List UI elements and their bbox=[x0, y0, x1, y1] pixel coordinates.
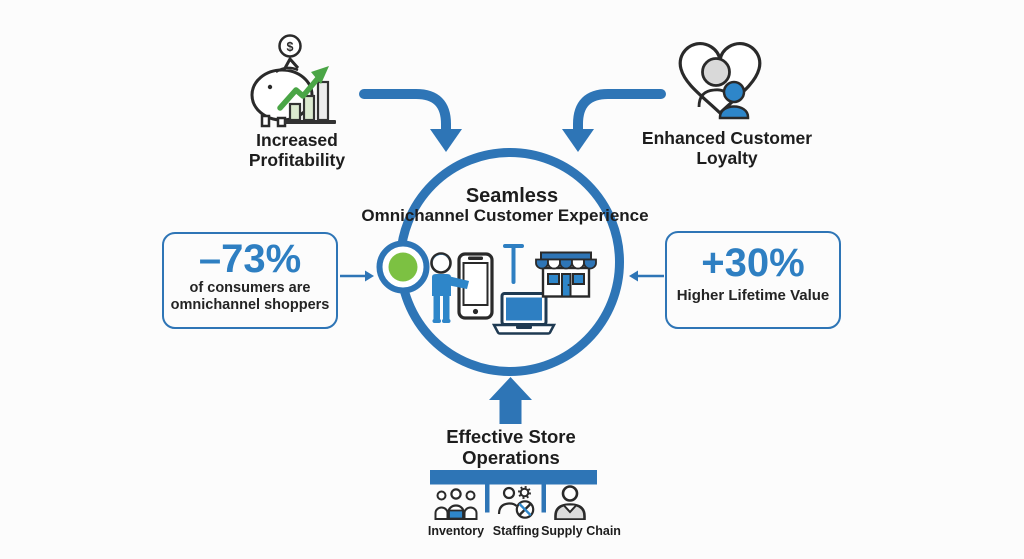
storefront-icon bbox=[535, 251, 597, 298]
laptop-notch bbox=[516, 325, 532, 329]
left-stat-desc-line1: of consumers are bbox=[189, 280, 311, 296]
supply-chain-person-icon bbox=[554, 485, 586, 520]
person-head bbox=[430, 252, 452, 274]
door-knob bbox=[567, 284, 570, 286]
awning-scallop bbox=[547, 258, 561, 270]
person-foot bbox=[442, 319, 451, 323]
piggy-bank-growth-icon: $ bbox=[250, 34, 336, 128]
pig-leg bbox=[260, 114, 271, 128]
benefit-line: Loyalty bbox=[696, 147, 758, 168]
arrow-left-icon bbox=[629, 270, 638, 282]
benefit-label-loyalty: Enhanced Customer Loyalty bbox=[607, 128, 847, 169]
person-leg bbox=[433, 296, 440, 320]
arrow-up-icon bbox=[489, 377, 532, 424]
arrow-right-icon bbox=[365, 270, 374, 282]
operations-title: Effective Store Operations bbox=[391, 426, 631, 469]
heart-customers-icon bbox=[678, 42, 762, 120]
person-torso bbox=[432, 274, 451, 296]
tablet bbox=[448, 509, 464, 520]
left-stat-value: –73% bbox=[198, 237, 302, 281]
operations-divider bbox=[541, 484, 546, 513]
operations-title-line: Operations bbox=[462, 446, 560, 468]
awning-scallop bbox=[559, 258, 573, 270]
person-foot bbox=[432, 319, 441, 323]
benefit-line: Profitability bbox=[248, 149, 346, 170]
person-with-phone-icon bbox=[430, 252, 494, 323]
staffing-tools-icon bbox=[497, 486, 535, 519]
laptop-base bbox=[491, 323, 557, 335]
coin-slot bbox=[275, 66, 299, 74]
store-window bbox=[572, 273, 585, 285]
gear-icon bbox=[519, 487, 530, 498]
right-stat-value: +30% bbox=[701, 241, 805, 285]
phone-home-button bbox=[472, 308, 479, 315]
left-stat-card: –73% of consumers are omnichannel shoppe… bbox=[162, 232, 338, 329]
store-sign bbox=[540, 251, 592, 261]
growth-arrow-icon bbox=[277, 74, 322, 111]
benefit-line: Enhanced Customer bbox=[641, 128, 813, 148]
laptop-icon bbox=[491, 292, 557, 335]
benefit-line: Increased bbox=[256, 130, 338, 150]
arrow-from-loyalty bbox=[562, 89, 666, 152]
awning-scallop bbox=[535, 258, 549, 270]
green-status-dot bbox=[376, 240, 430, 294]
operations-title-line: Effective Store bbox=[446, 426, 576, 447]
t-connector-icon bbox=[503, 244, 524, 284]
pig-eye bbox=[267, 84, 273, 90]
arrow-down-icon bbox=[562, 129, 594, 152]
growth-arrowhead bbox=[311, 66, 329, 84]
inventory-team-icon bbox=[434, 488, 478, 520]
benefit-label-profitability: Increased Profitability bbox=[177, 130, 417, 171]
right-stat-card: +30% Higher Lifetime Value bbox=[665, 231, 841, 329]
center-title-line2: Omnichannel Customer Experience bbox=[361, 206, 649, 225]
operations-item-label-staffing: Staffing bbox=[492, 524, 540, 538]
operations-divider bbox=[485, 484, 490, 513]
store-window bbox=[547, 273, 560, 285]
right-stat-desc: Higher Lifetime Value bbox=[676, 287, 830, 304]
operations-item-label-supply-chain: Supply Chain bbox=[541, 524, 621, 538]
laptop-screen bbox=[506, 297, 542, 321]
center-title-line1: Seamless bbox=[465, 185, 559, 207]
pig-leg bbox=[276, 116, 287, 128]
blue-person-head bbox=[722, 80, 746, 104]
arrow-from-profitability bbox=[359, 89, 462, 152]
chart-bar bbox=[302, 94, 316, 122]
coin-icon bbox=[278, 34, 302, 58]
left-stat-desc-line2: omnichannel shoppers bbox=[170, 297, 330, 314]
person-arm bbox=[447, 276, 469, 289]
store-door bbox=[561, 273, 572, 298]
operations-bar bbox=[430, 470, 597, 485]
awning-scallop bbox=[571, 258, 585, 270]
arrow-down-icon bbox=[430, 129, 462, 152]
arrow-from-right-stat bbox=[629, 270, 664, 282]
person-leg bbox=[443, 296, 450, 320]
chart-bar bbox=[316, 80, 330, 122]
gray-person-head bbox=[701, 57, 731, 87]
arrow-from-left-stat bbox=[340, 270, 374, 282]
phone-speaker bbox=[468, 256, 483, 260]
dollar-symbol: $ bbox=[287, 40, 294, 54]
blue-person-body bbox=[718, 105, 750, 120]
awning-scallop bbox=[583, 258, 597, 270]
chart-bar bbox=[288, 102, 302, 122]
operations-item-label-inventory: Inventory bbox=[427, 524, 485, 538]
